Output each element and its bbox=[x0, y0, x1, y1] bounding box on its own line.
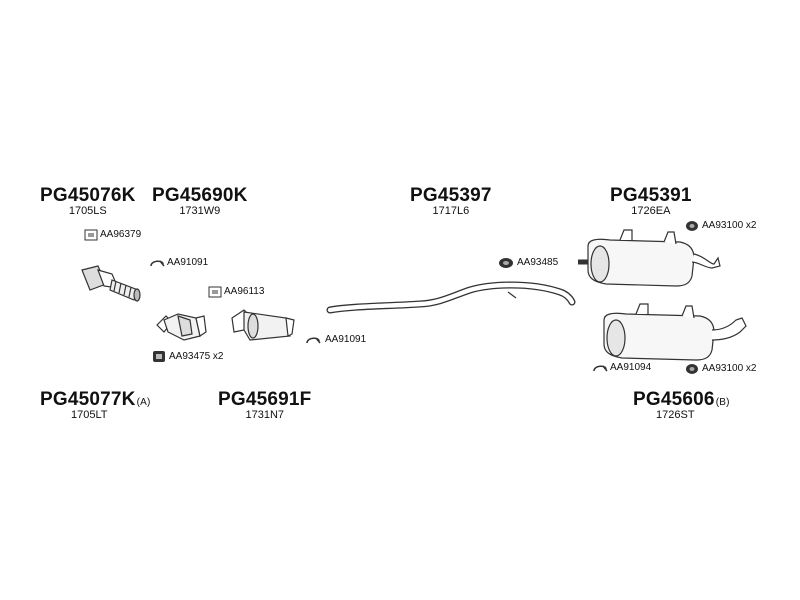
part-reference: 1726EA bbox=[631, 205, 671, 217]
part-reference: 1705LT bbox=[71, 409, 108, 421]
rubber-mount-icon bbox=[499, 258, 513, 268]
part-code: PG45391 bbox=[610, 185, 692, 206]
clamp-icon bbox=[593, 365, 608, 372]
part-code: PG45076K bbox=[40, 185, 136, 206]
accessory-aa93100-b: AA93100 x2 bbox=[685, 363, 757, 375]
part-code: PG45077K bbox=[40, 389, 136, 410]
intermediate-pipe-icon bbox=[326, 281, 576, 314]
part-reference: 1731W9 bbox=[179, 205, 221, 217]
accessory-label: AA93485 bbox=[517, 257, 559, 268]
clamp-icon bbox=[150, 260, 165, 267]
part-suffix: (B) bbox=[715, 397, 730, 408]
accessory-aa96113: AA96113 bbox=[208, 286, 264, 298]
mount-icon bbox=[153, 351, 165, 362]
gasket-icon bbox=[84, 229, 98, 241]
accessory-label: AA96379 bbox=[100, 229, 142, 240]
part-code: PG45606 bbox=[633, 389, 715, 410]
accessory-label: AA96113 bbox=[224, 286, 265, 297]
part-reference: 1726ST bbox=[656, 409, 695, 421]
rubber-mount-icon bbox=[686, 221, 698, 231]
part-pg45077k: PG45077K(A) 1705LT bbox=[40, 390, 151, 421]
particulate-filter-icon bbox=[231, 309, 295, 341]
accessory-aa91091-a: AA91091 bbox=[149, 257, 208, 269]
accessory-aa93100-a: AA93100 x2 bbox=[685, 220, 757, 232]
part-code: PG45690K bbox=[152, 185, 248, 206]
gasket-icon bbox=[208, 286, 222, 298]
manifold-flex-pipe-icon bbox=[81, 265, 141, 302]
part-reference: 1717L6 bbox=[432, 205, 470, 217]
part-pg45397: PG45397 1717L6 bbox=[410, 186, 492, 217]
accessory-aa91094: AA91094 bbox=[592, 362, 651, 374]
part-reference: 1731N7 bbox=[245, 409, 285, 421]
rear-silencer-b-icon bbox=[603, 303, 747, 361]
catalytic-converter-icon bbox=[156, 313, 207, 341]
accessory-label: AA93475 x2 bbox=[169, 350, 224, 362]
rubber-mount-icon bbox=[686, 364, 698, 374]
part-pg45690k: PG45690K 1731W9 bbox=[152, 186, 248, 217]
accessory-label: AA93100 x2 bbox=[702, 363, 757, 374]
accessory-aa91091-b: AA91091 bbox=[305, 334, 366, 346]
accessory-label: AA93100 x2 bbox=[702, 220, 757, 231]
accessory-aa93485: AA93485 bbox=[498, 257, 558, 269]
accessory-aa93475: AA93475 x2 bbox=[152, 350, 224, 363]
accessory-label: AA91091 bbox=[167, 257, 209, 268]
part-pg45606: PG45606(B) 1726ST bbox=[633, 390, 730, 421]
part-pg45691f: PG45691F 1731N7 bbox=[218, 390, 312, 421]
part-pg45391: PG45391 1726EA bbox=[610, 186, 692, 217]
part-suffix: (A) bbox=[136, 397, 151, 408]
rear-silencer-icon bbox=[578, 229, 721, 287]
clamp-icon bbox=[306, 337, 321, 344]
part-pg45076k: PG45076K 1705LS bbox=[40, 186, 136, 217]
part-code: PG45691F bbox=[218, 389, 312, 410]
accessory-label: AA91094 bbox=[610, 362, 652, 373]
part-code: PG45397 bbox=[410, 185, 492, 206]
accessory-label: AA91091 bbox=[325, 334, 367, 345]
accessory-aa96379: AA96379 bbox=[84, 229, 141, 241]
part-reference: 1705LS bbox=[68, 205, 107, 217]
